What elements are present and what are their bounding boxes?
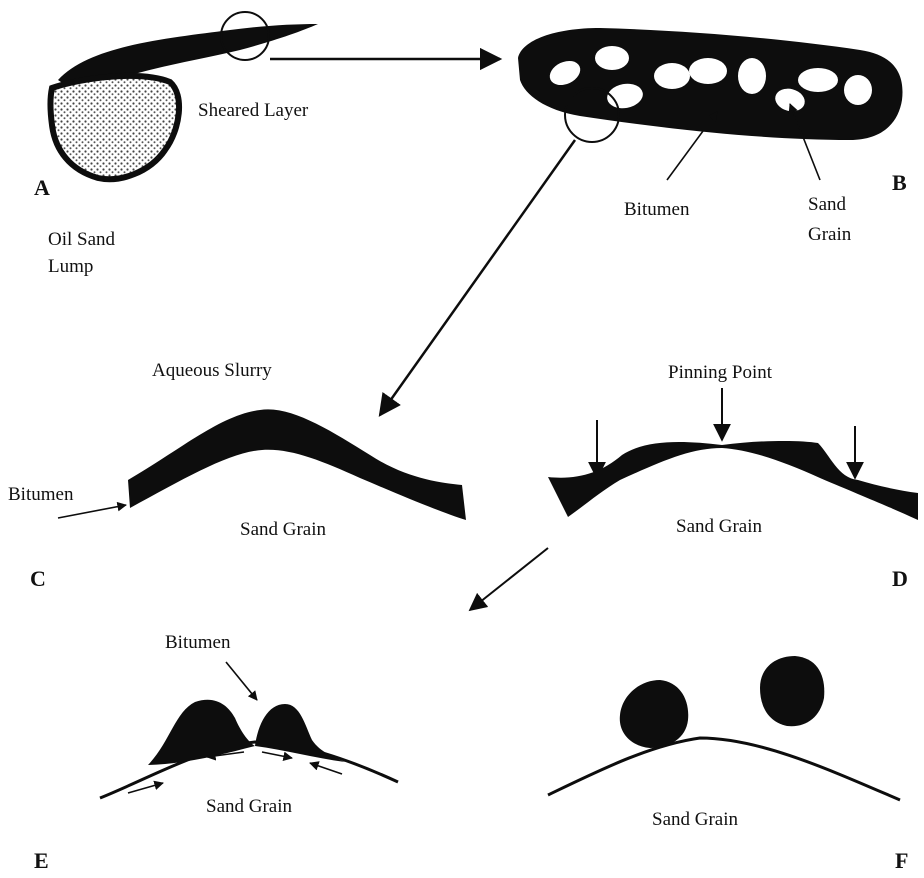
bitumen-droplet-left [148, 700, 255, 765]
sand-grain [654, 63, 690, 89]
arrow-d-to-e [470, 548, 548, 610]
sheared-layer-label: Sheared Layer [198, 100, 309, 121]
panel-letter-b: B [892, 170, 907, 195]
slurry-label: Aqueous Slurry [152, 360, 272, 381]
sand-grain [595, 46, 629, 70]
sand-grain [844, 75, 872, 105]
grain-label-c: Sand Grain [240, 519, 327, 540]
panel-letter-c: C [30, 566, 46, 591]
panel-f: Sand Grain F [548, 656, 908, 873]
bitumen-label-b: Bitumen [624, 199, 690, 220]
pinning-point-label: Pinning Point [668, 362, 773, 383]
lump-label-line1: Oil Sand [48, 229, 116, 250]
panel-a: A Oil Sand Lump Sheared Layer [34, 12, 500, 277]
bitumen-globule [620, 680, 688, 748]
bitumen-layer [518, 28, 903, 140]
sand-grain-surface-f [548, 738, 900, 800]
sand-grain [738, 58, 766, 94]
sand-grain-surface-e [100, 742, 398, 798]
grain-label-b-line2: Grain [808, 224, 852, 245]
grain-label-f: Sand Grain [652, 809, 739, 830]
sand-grain [689, 58, 727, 84]
panel-d: Pinning Point Sand Grain D [470, 362, 918, 610]
oil-sand-lump [51, 76, 180, 179]
panel-letter-a: A [34, 175, 50, 200]
grain-label-d: Sand Grain [676, 516, 763, 537]
arrow-b-to-c [380, 140, 575, 415]
panel-letter-f: F [895, 848, 908, 873]
bitumen-film-c [128, 409, 466, 520]
sand-grain [798, 68, 838, 92]
panel-e: Bitumen Sand Grain E [34, 632, 398, 873]
bitumen-film-d [548, 441, 918, 520]
grain-label-b-line1: Sand [808, 194, 847, 215]
grain-label-e: Sand Grain [206, 796, 293, 817]
panel-c: Aqueous Slurry Bitumen Sand Grain C [8, 360, 466, 591]
bitumen-pointer-c [58, 505, 126, 518]
panel-letter-d: D [892, 566, 908, 591]
bitumen-label-e: Bitumen [165, 632, 231, 653]
lump-label-line2: Lump [48, 256, 93, 277]
panel-letter-e: E [34, 848, 49, 873]
retraction-arrow [310, 763, 342, 774]
bitumen-pointer-e [226, 662, 257, 700]
bitumen-globule [760, 656, 824, 726]
retraction-arrow [262, 752, 292, 758]
panel-b: Bitumen Sand Grain B [380, 28, 907, 415]
bitumen-label-c: Bitumen [8, 484, 74, 505]
